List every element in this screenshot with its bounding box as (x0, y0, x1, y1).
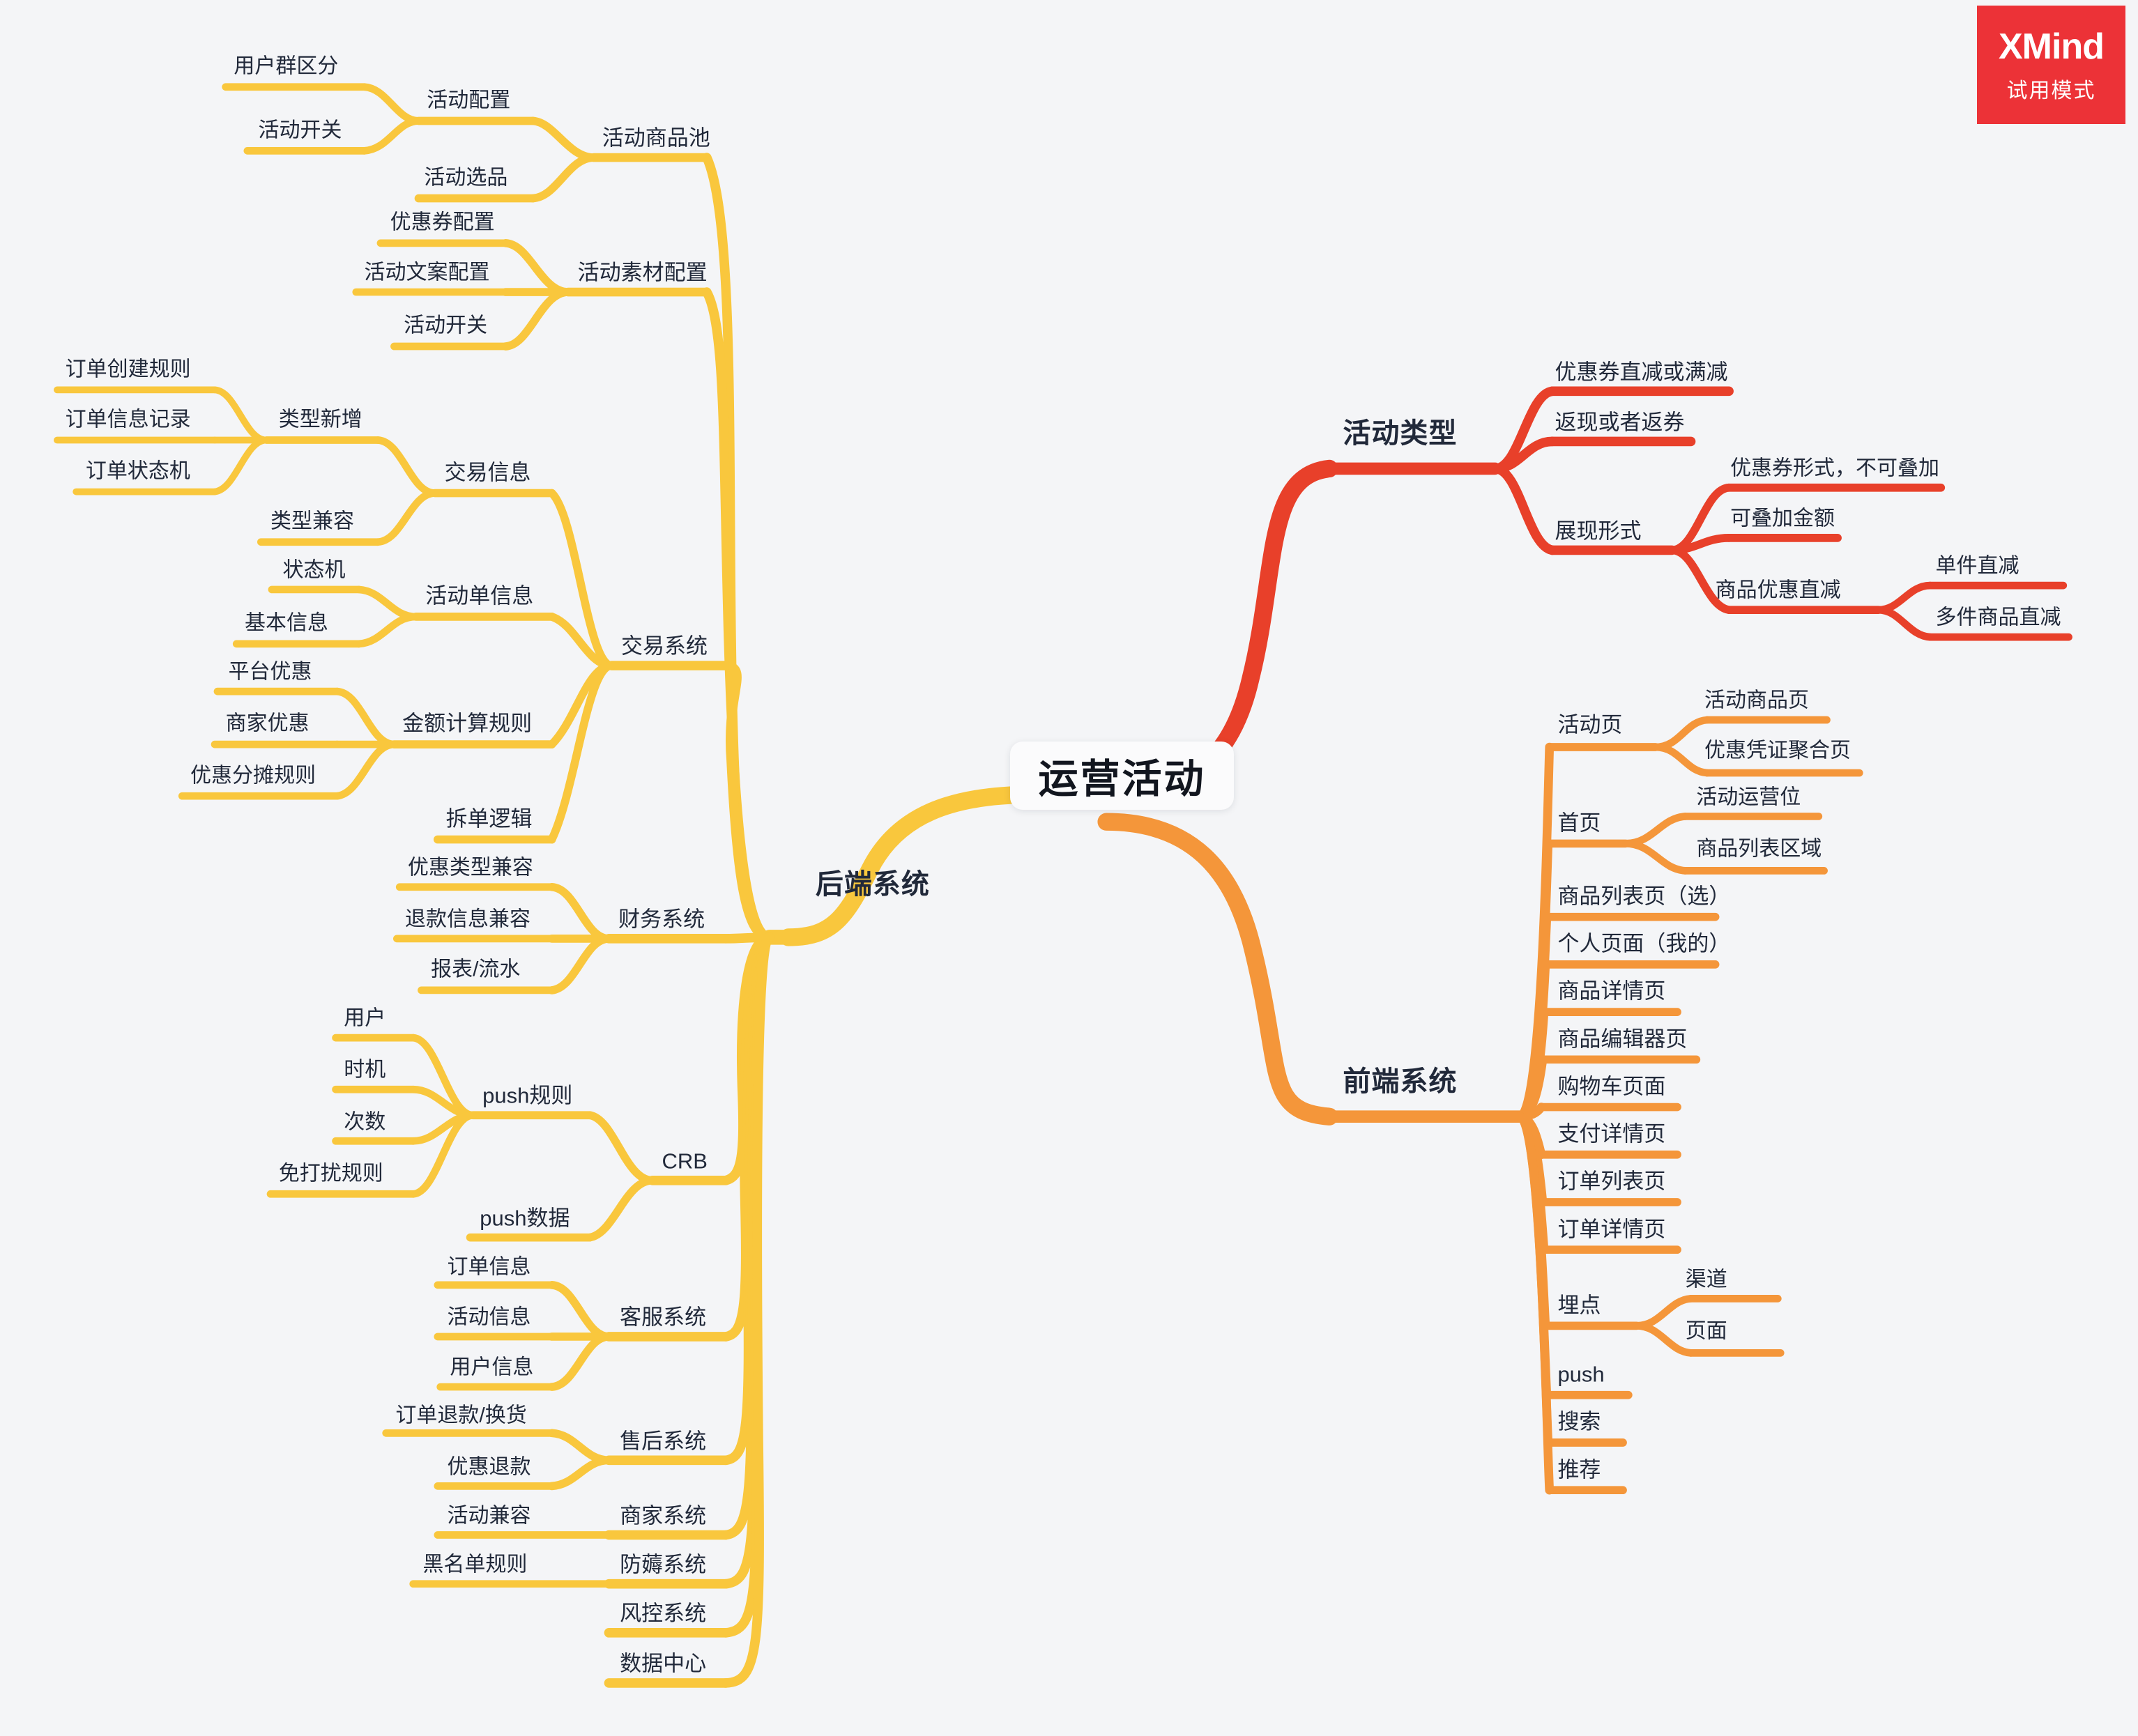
mindmap-node[interactable]: 优惠类型兼容 (407, 856, 533, 879)
mindmap-node[interactable]: 首页 (1557, 811, 1601, 836)
mindmap-node[interactable]: 财务系统 (618, 907, 705, 932)
mindmap-node[interactable]: 交易信息 (444, 460, 531, 485)
mindmap-node[interactable]: push规则 (482, 1083, 573, 1108)
mindmap-node[interactable]: 优惠分摊规则 (190, 764, 316, 787)
mindmap-node[interactable]: 用户信息 (450, 1355, 534, 1379)
mindmap-node[interactable]: 活动配置 (427, 89, 511, 112)
mindmap-node[interactable]: 活动信息 (447, 1305, 531, 1329)
mindmap-node[interactable]: 订单列表页 (1557, 1169, 1666, 1194)
mindmap-node[interactable]: 用户 (344, 1006, 386, 1030)
mindmap-node[interactable]: 页面 (1685, 1319, 1727, 1343)
mindmap-node[interactable]: 售后系统 (620, 1428, 707, 1453)
mindmap-node[interactable]: 订单详情页 (1557, 1216, 1666, 1241)
mindmap-node[interactable]: 前端系统 (1343, 1066, 1458, 1097)
mindmap-node[interactable]: 优惠券配置 (390, 210, 495, 234)
mindmap-node[interactable]: push (1557, 1362, 1605, 1387)
mindmap-node[interactable]: 商家系统 (620, 1503, 707, 1528)
mindmap-node[interactable]: 金额计算规则 (402, 711, 533, 736)
mindmap-node[interactable]: CRB (662, 1149, 708, 1174)
mindmap-node[interactable]: 活动单信息 (425, 583, 534, 608)
xmind-trial-badge: XMind 试用模式 (1977, 6, 2125, 124)
mindmap-node[interactable]: 黑名单规则 (422, 1553, 528, 1576)
mindmap-node[interactable]: 搜索 (1557, 1409, 1601, 1434)
mindmap-node[interactable]: 购物车页面 (1557, 1074, 1666, 1099)
mindmap-node[interactable]: 活动类型 (1343, 418, 1458, 450)
mindmap-node[interactable]: 退款信息兼容 (405, 907, 531, 931)
mindmap-node[interactable]: 单件直减 (1935, 554, 2019, 578)
mindmap-node[interactable]: 商品详情页 (1557, 978, 1666, 1004)
mindmap-node[interactable]: 类型兼容 (270, 509, 354, 533)
mindmap-node[interactable]: 活动素材配置 (577, 260, 708, 285)
mindmap-node[interactable]: 数据中心 (620, 1651, 707, 1676)
mindmap-node[interactable]: 防薅系统 (620, 1552, 707, 1577)
mindmap-node[interactable]: 订单信息记录 (65, 408, 191, 431)
mindmap-node[interactable]: 渠道 (1685, 1268, 1727, 1291)
mindmap-node[interactable]: 交易系统 (621, 633, 708, 659)
mindmap-node[interactable]: 免打扰规则 (278, 1162, 383, 1185)
mindmap-node[interactable]: push数据 (480, 1206, 570, 1231)
mindmap-node[interactable]: 拆单逻辑 (445, 806, 533, 831)
mindmap-node[interactable]: 个人页面（我的） (1557, 931, 1731, 956)
mindmap-node[interactable]: 活动开关 (258, 118, 342, 142)
mindmap-node[interactable]: 优惠凭证聚合页 (1704, 739, 1851, 762)
root-node[interactable]: 运营活动 (1009, 742, 1235, 810)
mindmap-node[interactable]: 可叠加金额 (1730, 507, 1835, 530)
mindmap-node[interactable]: 活动商品池 (602, 125, 710, 151)
mindmap-node[interactable]: 活动运营位 (1696, 785, 1801, 809)
mindmap-node[interactable]: 活动页 (1557, 712, 1623, 737)
mindmap-node[interactable]: 多件商品直减 (1935, 606, 2061, 629)
mindmap-node[interactable]: 次数 (344, 1110, 386, 1134)
mindmap-node[interactable]: 活动商品页 (1704, 689, 1810, 712)
mindmap-node[interactable]: 返现或者返券 (1555, 410, 1685, 435)
mindmap-node[interactable]: 报表/流水 (431, 958, 521, 981)
mindmap-node[interactable]: 活动文案配置 (364, 261, 490, 284)
mindmap-node[interactable]: 活动开关 (404, 314, 488, 337)
mindmap-node[interactable]: 基本信息 (244, 611, 328, 635)
mindmap-node[interactable]: 平台优惠 (228, 660, 312, 684)
mindmap-node[interactable]: 优惠券形式，不可叠加 (1730, 456, 1940, 480)
mindmap-node[interactable]: 状态机 (282, 558, 346, 582)
mindmap-node[interactable]: 优惠退款 (447, 1455, 531, 1479)
mindmap-node[interactable]: 订单状态机 (85, 459, 190, 483)
mindmap-node[interactable]: 活动兼容 (447, 1504, 531, 1528)
mindmap-node[interactable]: 埋点 (1557, 1293, 1601, 1318)
mindmap-node[interactable]: 时机 (344, 1058, 386, 1082)
mindmap-node[interactable]: 商品列表区域 (1696, 837, 1822, 861)
xmind-trial-label: 试用模式 (2006, 79, 2096, 102)
mindmap-node[interactable]: 商品优惠直减 (1715, 578, 1841, 602)
mindmap-node[interactable]: 订单创建规则 (65, 358, 191, 381)
mindmap-node[interactable]: 优惠券直减或满减 (1555, 359, 1728, 384)
mindmap-node[interactable]: 商品列表页（选） (1557, 884, 1731, 909)
mindmap-node[interactable]: 商家优惠 (225, 712, 310, 735)
mindmap-node[interactable]: 风控系统 (620, 1601, 707, 1626)
mindmap-node[interactable]: 订单信息 (447, 1255, 531, 1279)
mindmap-node[interactable]: 用户群区分 (234, 54, 339, 78)
mindmap-node[interactable]: 客服系统 (620, 1305, 707, 1330)
xmind-logo-text: XMind (1999, 26, 2105, 67)
mindmap-node[interactable]: 商品编辑器页 (1557, 1026, 1688, 1051)
mindmap-node[interactable]: 推荐 (1557, 1457, 1601, 1482)
mindmap-node[interactable]: 展现形式 (1555, 519, 1642, 543)
mindmap-node[interactable]: 支付详情页 (1557, 1121, 1666, 1146)
mindmap-node[interactable]: 活动选品 (424, 166, 508, 190)
mindmap-node[interactable]: 后端系统 (815, 869, 930, 900)
mindmap-node[interactable]: 类型新增 (278, 408, 362, 431)
mindmap-node[interactable]: 订单退款/换货 (395, 1404, 527, 1427)
